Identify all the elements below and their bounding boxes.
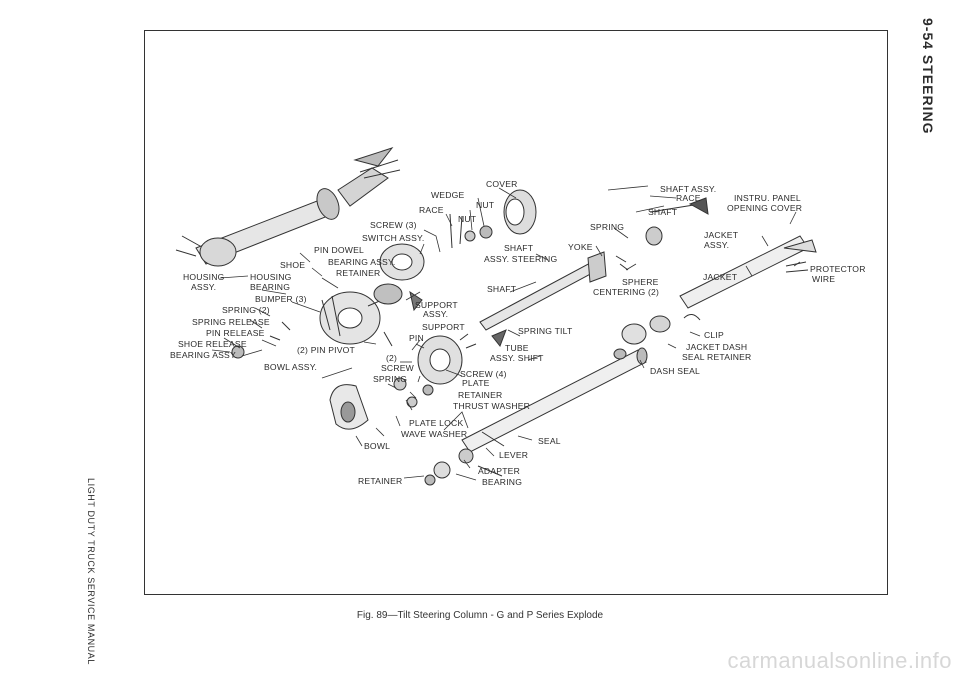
- label-thrust-washer: THRUST WASHER: [453, 401, 531, 411]
- label-support-mid: SUPPORT: [422, 322, 465, 332]
- label-screw-4: SCREW (4): [460, 369, 507, 379]
- jacket-drawing: [613, 235, 817, 360]
- label-shaft-assy: SHAFT ASSY.: [660, 184, 717, 194]
- label-bearing-bottom: BEARING: [482, 477, 523, 487]
- label-tube-shift-1: TUBE: [505, 343, 529, 353]
- bowl-drawing: [329, 384, 369, 430]
- upper-shaft-drawing: [615, 197, 709, 271]
- label-plate-lock: PLATE LOCK: [409, 418, 464, 428]
- label-yoke: YOKE: [568, 242, 593, 252]
- housing-assembly-drawing: [175, 147, 401, 267]
- shift-tube-drawing: [424, 329, 648, 486]
- label-screw-2-b: SCREW: [381, 363, 414, 373]
- label-shoe: SHOE: [280, 260, 306, 270]
- label-protector-wire-2: WIRE: [812, 274, 836, 284]
- figure-caption: Fig. 89—Tilt Steering Column - G and P S…: [356, 610, 604, 621]
- label-bearing-assy-top: BEARING ASSY.: [328, 257, 396, 267]
- label-sphere-centering-1: SPHERE: [622, 277, 659, 287]
- label-shoe-release: SHOE RELEASE: [178, 339, 247, 349]
- page-header: 9-54 STEERING: [920, 18, 936, 135]
- label-dash-seal: DASH SEAL: [650, 366, 701, 376]
- support-assembly-drawing: [373, 283, 423, 312]
- label-housing-bearing-2: BEARING: [250, 282, 291, 292]
- label-pin-dowel: PIN DOWEL: [314, 245, 365, 255]
- label-shaft-right: SHAFT: [648, 207, 678, 217]
- label-lever: LEVER: [499, 450, 529, 460]
- label-race: RACE: [419, 205, 444, 215]
- label-wave-washer: WAVE WASHER: [401, 429, 468, 439]
- label-nut-2: NUT: [458, 214, 477, 224]
- label-support-assy-1: SUPPORT: [415, 300, 458, 310]
- label-bumper-3: BUMPER (3): [255, 294, 307, 304]
- label-cover: COVER: [486, 179, 518, 189]
- label-bowl-assy: BOWL ASSY.: [264, 362, 318, 372]
- cover-nut-race-drawing: [379, 189, 537, 281]
- label-shaft-steering-2: ASSY. STEERING: [484, 254, 558, 264]
- label-spring-tilt: SPRING TILT: [518, 326, 573, 336]
- label-spring-2: SPRING (2): [222, 305, 270, 315]
- leader-lines: [211, 185, 801, 481]
- label-nut: NUT: [476, 200, 495, 210]
- label-switch-assy: SWITCH ASSY.: [362, 233, 425, 243]
- label-sphere-centering-2: CENTERING (2): [593, 287, 660, 297]
- label-protector-wire-1: PROTECTOR: [810, 264, 866, 274]
- label-shaft-mid: SHAFT: [487, 284, 517, 294]
- watermark: carmanualsonline.info: [727, 648, 952, 673]
- label-jacket-dash-2: SEAL RETAINER: [682, 352, 752, 362]
- label-jacket-assy-1: JACKET: [704, 230, 739, 240]
- label-housing-bearing-1: HOUSING: [250, 272, 292, 282]
- label-screw-3: SCREW (3): [370, 220, 417, 230]
- label-shaft-steering-1: SHAFT: [504, 243, 534, 253]
- label-race-right: RACE: [676, 193, 701, 203]
- manual-side-label: LIGHT DUTY TRUCK SERVICE MANUAL: [86, 478, 96, 665]
- label-instru-panel-2: OPENING COVER: [727, 203, 803, 213]
- label-housing-assy-2: ASSY.: [191, 282, 217, 292]
- steering-shaft-drawing: [479, 251, 607, 331]
- label-retainer-bottom: RETAINER: [358, 476, 403, 486]
- label-bearing-assy-left: BEARING ASSY.: [170, 350, 238, 360]
- label-plate: PLATE: [462, 378, 490, 388]
- label-pin-release: PIN RELEASE: [206, 328, 265, 338]
- label-retainer-top: RETAINER: [336, 268, 381, 278]
- label-spring-release: SPRING RELEASE: [192, 317, 270, 327]
- label-spring-right: SPRING: [590, 222, 625, 232]
- label-tube-shift-2: ASSY. SHIFT: [490, 353, 544, 363]
- label-housing-assy-1: HOUSING: [183, 272, 225, 282]
- label-pin-mid: PIN: [409, 333, 424, 343]
- label-seal: SEAL: [538, 436, 561, 446]
- label-pin-pivot-2: (2) PIN PIVOT: [297, 345, 355, 355]
- label-instru-panel-1: INSTRU. PANEL: [734, 193, 801, 203]
- label-clip: CLIP: [704, 330, 724, 340]
- label-screw-2-a: (2): [386, 353, 398, 363]
- label-bowl: BOWL: [364, 441, 391, 451]
- label-jacket: JACKET: [703, 272, 738, 282]
- label-wedge: WEDGE: [431, 190, 465, 200]
- label-support-assy-2: ASSY.: [423, 309, 449, 319]
- label-jacket-dash-1: JACKET DASH: [686, 342, 748, 352]
- label-spring-lower: SPRING: [373, 374, 408, 384]
- housing-bearing-drawing: [231, 291, 393, 359]
- label-adapter: ADAPTER: [478, 466, 520, 476]
- label-jacket-assy-2: ASSY.: [704, 240, 730, 250]
- label-retainer-mid: RETAINER: [458, 390, 503, 400]
